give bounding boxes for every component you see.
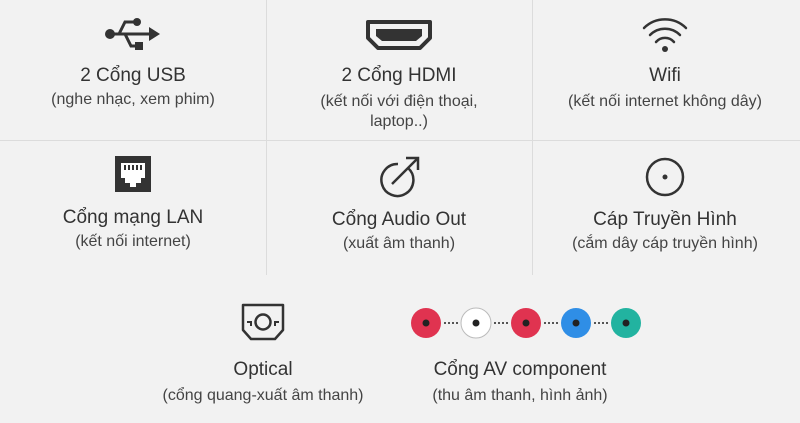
feature-audio-out: Cổng Audio Out (xuất âm thanh) [266, 154, 532, 254]
feature-title: Cổng AV component [433, 359, 607, 380]
feature-title: Wifi [649, 65, 681, 86]
feature-subtitle: (nghe nhạc, xem phim) [51, 91, 215, 108]
feature-subtitle: (kết nối với điện thoại, [320, 93, 478, 110]
feature-subtitle: (kết nối internet không dây) [568, 93, 762, 110]
feature-subtitle: laptop..) [370, 113, 428, 130]
feature-title: Cáp Truyền Hình [593, 209, 737, 230]
feature-lan: Cổng mạng LAN (kết nối internet) [0, 156, 266, 252]
divider [266, 0, 267, 275]
av-connector-pin [522, 319, 530, 327]
av-component-icon [410, 306, 646, 347]
hdmi-icon [366, 20, 432, 50]
feature-hdmi: 2 Cổng HDMI (kết nối với điện thoại, lap… [266, 18, 532, 132]
av-connector-pin [472, 319, 480, 327]
feature-cable-tv: Cáp Truyền Hình (cắm dây cáp truyền hình… [532, 156, 798, 254]
av-connector-pin [422, 319, 430, 327]
feature-title: Cổng mạng LAN [62, 207, 204, 228]
feature-title: 2 Cổng USB [80, 65, 186, 86]
feature-subtitle: (cắm dây cáp truyền hình) [572, 235, 758, 252]
feature-subtitle: (thu âm thanh, hình ảnh) [432, 387, 608, 404]
av-connector-pin [622, 319, 630, 327]
av-connector-pin [572, 319, 580, 327]
feature-subtitle: (xuất âm thanh) [342, 235, 456, 252]
wifi-icon [642, 18, 688, 52]
feature-title: Optical [233, 359, 293, 380]
feature-wifi: Wifi (kết nối internet không dây) [532, 14, 798, 112]
divider [0, 140, 800, 141]
feature-subtitle: (kết nối internet) [75, 233, 191, 250]
lan-port-icon [115, 156, 151, 192]
optical-port-icon [241, 303, 285, 341]
divider [532, 0, 533, 275]
feature-title: Cổng Audio Out [331, 209, 467, 230]
usb-icon [105, 18, 160, 50]
audio-out-icon [380, 156, 420, 198]
coaxial-cable-icon [645, 157, 685, 197]
feature-title: 2 Cổng HDMI [341, 65, 457, 86]
feature-av-component: Cổng AV component (thu âm thanh, hình ản… [388, 358, 652, 406]
feature-subtitle: (cổng quang-xuất âm thanh) [162, 387, 364, 404]
feature-usb: 2 Cổng USB (nghe nhạc, xem phim) [0, 14, 266, 110]
feature-optical: Optical (cổng quang-xuất âm thanh) [130, 302, 396, 406]
